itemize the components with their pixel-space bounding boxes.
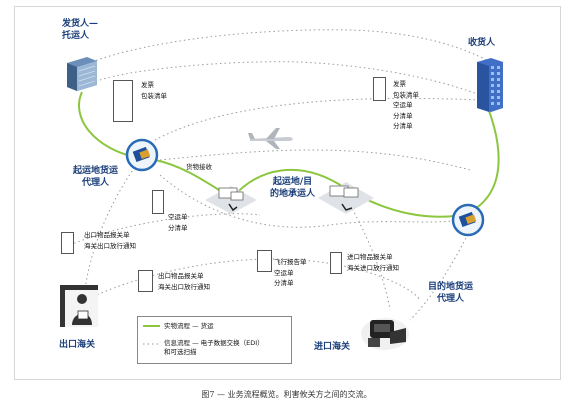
agent-documents-icon — [152, 190, 164, 214]
carrier-warehouse-icon — [318, 176, 374, 222]
import-notice-list: 进口物品报关单海关进口放行通知 — [347, 253, 399, 272]
legend-info-flow-scan: 和可选扫描 — [164, 348, 197, 356]
import-customs-label: 进口海关 — [314, 342, 351, 352]
cargo-receipt-label: 货物接收 — [186, 163, 212, 171]
origin-agent-label: 起运地货运 代理人 — [73, 166, 119, 188]
info-flow-shipper-consignee — [91, 29, 491, 63]
origin-agent-icon — [125, 138, 159, 176]
consignee-label: 收货人 — [468, 38, 496, 48]
shipper-building-icon — [63, 55, 99, 97]
flight-documents-icon — [257, 250, 272, 272]
physical-flow-dest-consignee — [469, 107, 500, 213]
export-documents-icon-2 — [138, 270, 153, 292]
info-flow-export-flight — [84, 258, 421, 301]
legend: 实物流程 — 货运 信息流程 — 电子数据交换（EDI） 和可选扫描 — [137, 316, 292, 364]
legend-physical-flow: 实物流程 — 货运 — [164, 322, 214, 330]
legend-swatches — [143, 325, 160, 345]
consignee-building-icon — [475, 58, 505, 116]
destination-agent-icon — [451, 203, 485, 241]
info-flow-shipper-agent — [99, 61, 481, 96]
consignee-docs-list: 发票包装清单 空运单分清单 分清单 — [393, 80, 419, 130]
carrier-label: 起运地/目 的地承运人 — [270, 177, 316, 199]
agent-docs-list: 空运单分清单 — [168, 213, 188, 232]
info-flow-agent-consignee — [154, 97, 481, 141]
shipper-documents-icon — [113, 80, 133, 122]
airplane-icon — [248, 128, 296, 154]
shipper-label: 发货人— 托运人 — [62, 19, 99, 41]
export-documents-icon-1 — [61, 232, 74, 254]
cargo-warehouse-icon — [205, 180, 257, 222]
export-customs-label: 出口海关 — [59, 340, 96, 350]
figure-caption: 图7 — 业务流程概览。利害攸关方之间的交流。 — [201, 390, 372, 399]
export-notice-list-1: 出口物品报关单海关出口放行通知 — [84, 231, 136, 250]
import-documents-icon — [330, 252, 342, 274]
consignee-documents-icon — [373, 77, 386, 101]
physical-flow-warehouse-carrier — [231, 168, 346, 199]
legend-info-flow: 信息流程 — 电子数据交换（EDI） — [164, 339, 264, 347]
flight-docs-list: 飞行报告单空运单 分清单 — [274, 258, 307, 287]
destination-agent-label: 目的地货运 代理人 — [428, 282, 474, 304]
import-customs-icon — [360, 312, 410, 356]
export-notice-list-2: 出口物品报关单海关出口放行通知 — [158, 272, 210, 291]
shipper-docs-list: 发票包装清单 — [141, 81, 167, 100]
export-customs-icon — [60, 285, 98, 331]
info-flow-dest-import — [409, 229, 471, 321]
